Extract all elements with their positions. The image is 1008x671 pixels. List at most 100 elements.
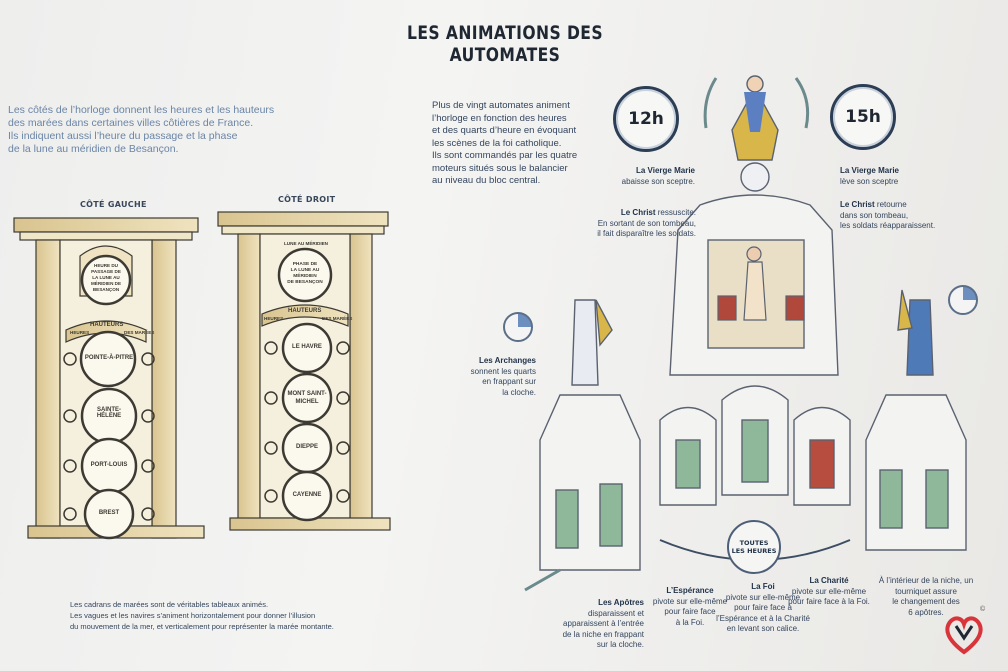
dial-port-louis: PORT-LOUIS [90, 462, 128, 468]
caption-apotres: Les Apôtres disparaissent et apparaissen… [528, 598, 644, 651]
quarter-hour-icon [503, 312, 533, 342]
intro-right-line: Ils sont commandés par les quatre [432, 150, 578, 161]
intro-left-line: des marées dans certaines villes côtière… [8, 117, 254, 129]
caption-text: 6 apôtres. [908, 607, 944, 617]
intro-right-line: Plus de vingt automates animent [432, 100, 570, 111]
toutes-les-heures-badge: TOUTES LES HEURES [727, 520, 781, 574]
clock-12h: 12h [613, 86, 679, 152]
caption-foi: La Foi pivote sur elle-même pour faire f… [708, 582, 818, 635]
right-band-right: DES MARÉES [322, 316, 353, 321]
dial-line: DE BESANÇON [287, 280, 323, 285]
heritage-logo-icon [945, 616, 983, 655]
page-title: LES ANIMATIONS DES AUTOMATES [406, 22, 603, 66]
dial-mont-saint-michel: MONT SAINT-MICHEL [287, 391, 327, 405]
dial-line: HEURE DU [94, 263, 118, 268]
caption-text: dans son tombeau, [840, 210, 909, 220]
badge-line: LES HEURES [731, 547, 777, 555]
dial-dieppe: DIEPPE [295, 444, 318, 450]
caption-text: de la niche en frappant [562, 629, 644, 639]
caption-text: pivote sur elle-même [725, 592, 801, 602]
intro-right-line: les scènes de la foi catholique. [432, 137, 562, 149]
badge-line: TOUTES [739, 539, 769, 547]
bottom-left-line: Les cadrans de marées sont de véritables… [70, 600, 269, 609]
caption-name: La Vierge Marie [636, 166, 695, 175]
caption-niche: À l’intérieur de la niche, un tourniquet… [876, 576, 976, 618]
dial-cayenne: CAYENNE [292, 492, 322, 498]
right-band-label: HAUTEURS [288, 308, 322, 314]
left-band-label: HAUTEURS [90, 322, 124, 328]
intro-right-line: au niveau du bloc central. [432, 175, 541, 186]
caption-vierge-12h: La Vierge Marie abaisse son sceptre. [605, 166, 695, 187]
caption-text: sur la cloche. [596, 640, 644, 649]
right-top-dial-text: PHASE DE LA LUNE AU MÉRIDIEN DE BESANÇON [283, 262, 327, 286]
left-dials [79, 254, 138, 540]
caption-text: la cloche. [502, 387, 536, 397]
caption-text: pour faire face [664, 607, 716, 616]
dial-line: PHASE DE [292, 262, 318, 267]
apostles-right [865, 289, 967, 551]
dial-le-havre: LE HAVRE [292, 344, 322, 350]
caption-archanges: Les Archanges sonnent les quarts en frap… [452, 356, 536, 398]
dial-line: MÉRIDIEN [293, 274, 317, 279]
caption-christ-12h: Le Christ ressuscite. En sortant de son … [560, 208, 696, 240]
left-band-left: HEURES [70, 330, 90, 335]
dial-pointe-a-pitre: POINTE-À-PITRE [84, 355, 134, 361]
dial-line: PASSAGE DE [91, 269, 121, 274]
bottom-left-line: Les vagues et les navires s’animent hori… [70, 611, 316, 620]
caption-text: pour faire face à la Foi. [788, 597, 870, 606]
apostles-left [539, 299, 641, 571]
dial-line: MÉRIDIEN DE [90, 281, 122, 286]
christ-figure [717, 246, 805, 321]
left-top-dial-text: HEURE DU PASSAGE DE LA LUNE AU MÉRIDIEN … [86, 263, 126, 293]
caption-text: pour faire face à [734, 603, 792, 612]
caption-name: La Foi [751, 582, 775, 591]
left-small-rings [63, 352, 155, 521]
caption-text: à la Foi. [675, 617, 705, 627]
bottom-left-text: Les cadrans de marées sont de véritables… [70, 599, 400, 632]
quarter-hour-icon [948, 285, 978, 315]
dial-line: BESANÇON [92, 287, 120, 292]
caption-name: Le Christ [620, 208, 656, 217]
caption-text: en frappant sur [482, 377, 536, 386]
intro-left-line: Les côtés de l’horloge donnent les heure… [8, 104, 275, 116]
intro-left-line: de la lune au méridien de Besançon. [8, 143, 179, 155]
bottom-left-line: du mouvement de la mer, et verticalement… [70, 622, 334, 631]
caption-text: retourne [876, 200, 907, 209]
dial-sainte-helene: SAINTE-HÉLÈNE [96, 407, 122, 419]
caption-text: À l’intérieur de la niche, un [878, 576, 974, 585]
logo-copyright-mark: © [980, 606, 986, 613]
caption-text: pivote sur elle-même [791, 586, 867, 596]
right-top-arc-text: LUNE AU MÉRIDIEN [284, 241, 328, 246]
caption-name: L’Espérance [666, 586, 714, 595]
niche-statues [659, 385, 851, 506]
intro-right-line: et des quarts d’heure en évoquant [432, 125, 577, 136]
dial-brest: BREST [98, 510, 120, 516]
caption-text: abaisse son sceptre. [621, 176, 695, 186]
right-dials [277, 247, 333, 522]
dial-line: LA LUNE AU [290, 268, 320, 273]
caption-esperance: L’Espérance pivote sur elle-même pour fa… [648, 586, 732, 628]
caption-text: apparaissent à l’entrée [563, 619, 644, 628]
left-side-label: CÔTÉ GAUCHE [80, 200, 147, 209]
intro-right-text: Plus de vingt automates animent l’horlog… [432, 100, 642, 188]
caption-name: Les Archanges [478, 356, 536, 365]
right-side-label: CÔTÉ DROIT [278, 195, 336, 204]
caption-name: La Charité [809, 576, 849, 585]
intro-left-text: Les côtés de l’horloge donnent les heure… [8, 104, 308, 156]
caption-text: il fait disparaître les soldats. [597, 229, 696, 238]
caption-text: les soldats réapparaissent. [840, 221, 936, 230]
caption-text: en levant son calice. [726, 624, 800, 633]
intro-right-line: l’horloge en fonction des heures [432, 112, 567, 124]
clock-15h: 15h [830, 84, 896, 150]
left-band-right: DES MARÉES [124, 330, 155, 335]
caption-text: En sortant de son tombeau, [597, 218, 696, 228]
caption-charite: La Charité pivote sur elle-même pour fai… [786, 576, 872, 608]
caption-text: lève son sceptre [840, 176, 899, 186]
caption-text: disparaissent et [587, 608, 644, 618]
caption-text: pivote sur elle-même [652, 596, 728, 606]
dial-line: LA LUNE AU [92, 275, 120, 280]
right-band-left: HEURES [264, 316, 284, 321]
caption-vierge-15h: La Vierge Marie lève son sceptre [840, 166, 950, 187]
caption-text: tourniquet assure [895, 586, 957, 596]
